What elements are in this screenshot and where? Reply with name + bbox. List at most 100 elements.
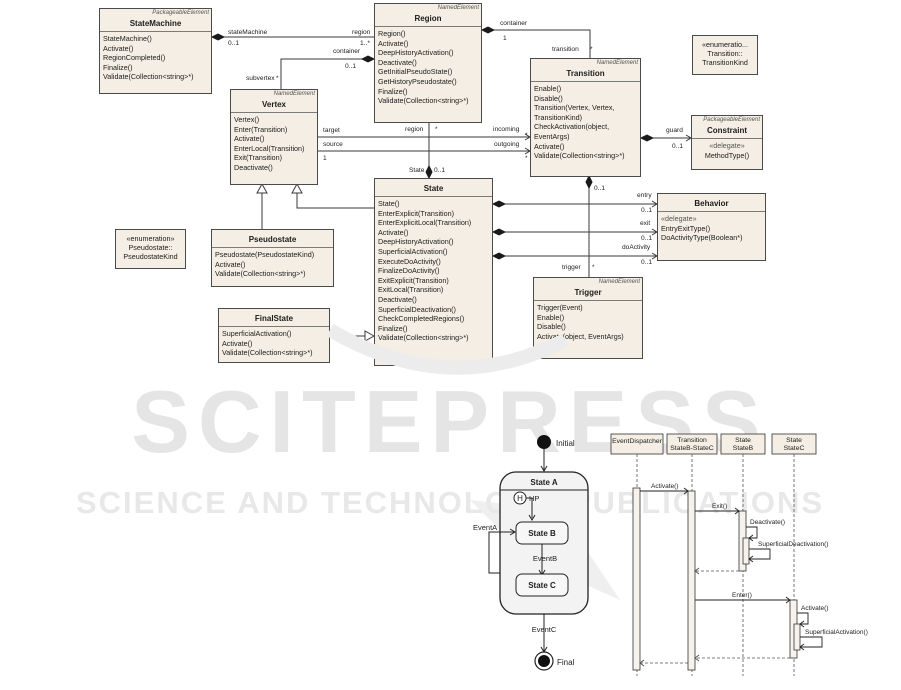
operation: Finalize() — [103, 62, 133, 72]
label-region-vertex: region — [405, 126, 424, 133]
enum-line: Transition:: — [707, 49, 743, 58]
stereotype-label: NamedElement — [437, 5, 479, 11]
message-label: SuperficialDeactivation() — [758, 541, 828, 548]
message-label: Exit() — [712, 503, 727, 510]
operation: Enable() — [534, 84, 562, 93]
operation: Activate() — [215, 259, 246, 269]
operation: State() — [378, 199, 400, 208]
stereotype-label: NamedElement — [596, 60, 638, 66]
event-b-label: EventB — [533, 554, 557, 563]
history-label: H — [517, 494, 523, 503]
operation: Activate() — [222, 338, 253, 348]
message-label: SuperficialActivation() — [805, 629, 868, 636]
class-behavior: Behavior «delegate» EntryExitType() DoAc… — [657, 193, 766, 261]
activation-bar — [793, 623, 801, 651]
label-state-mult: 0..1 — [434, 167, 445, 174]
enum-transition-kind: «enumeratio... Transition:: TransitionKi… — [692, 35, 758, 75]
message-label: Activate() — [651, 483, 678, 490]
class-name: Vertex — [261, 100, 287, 109]
state-b-label: State B — [528, 529, 556, 538]
label-guard: guard — [666, 127, 683, 134]
state-c-box — [515, 573, 569, 597]
class-pseudostate: Pseudostate Pseudostate(PseudostateKind)… — [211, 229, 334, 287]
operation: EntryExitType() — [661, 223, 711, 233]
message-label: Enter() — [732, 592, 752, 599]
label-trigger-mult: * — [592, 264, 595, 271]
event-a-label: EventA — [473, 523, 497, 532]
lifeline-label-2: StateB-StateC — [670, 445, 714, 452]
delegate-stereotype: «delegate» — [709, 141, 745, 150]
label-entry-mult: 0..1 — [641, 207, 652, 214]
operation: EnterExplicit(Transition) — [378, 208, 455, 218]
operation: SuperficialDeactivation() — [378, 304, 456, 314]
class-name: Constraint — [707, 126, 747, 135]
initial-label: Initial — [556, 439, 575, 448]
operation: SuperficialActivation() — [222, 329, 292, 338]
lifeline-label: State — [786, 437, 802, 444]
lifeline-label: State — [735, 437, 751, 444]
operation: DoActivityType(Boolean*) — [661, 233, 743, 243]
label-guard-mult: 0..1 — [672, 143, 683, 150]
label-region-mult: 1..* — [360, 40, 370, 47]
activation-bar — [687, 490, 696, 671]
operation: Exit(Transition) — [234, 153, 283, 163]
operation: GetInitialPseudoState() — [378, 67, 453, 77]
label-transition-mult: * — [590, 46, 593, 53]
label-vertex-container: container — [333, 48, 361, 55]
operation: EventArgs) — [534, 131, 570, 141]
operation: Finalize() — [378, 86, 408, 96]
label-entry: entry — [637, 192, 652, 199]
label-trigger-source-mult: 0..1 — [594, 185, 605, 192]
operation: TransitionKind) — [534, 112, 583, 122]
class-name: Transition — [566, 69, 605, 78]
label-state-role: State — [409, 167, 425, 174]
operation: GetHistoryPseudostate() — [378, 76, 457, 86]
class-name: FinalState — [254, 314, 294, 323]
operation: ExitLocal(Transition) — [378, 285, 444, 295]
hp-label: HP — [529, 494, 539, 503]
operation: FinalizeDoActivity() — [378, 266, 440, 276]
class-name: Region — [414, 14, 442, 23]
operation: Trigger(Event) — [537, 303, 583, 312]
label-incoming-mult: * — [525, 132, 528, 139]
lifeline-label: EventDispatcher — [612, 438, 663, 445]
label-source: source — [323, 141, 343, 148]
stereotype-label: NamedElement — [598, 279, 640, 285]
operation: DeepHistoryActivation() — [378, 237, 454, 247]
state-c-label: State C — [528, 581, 556, 590]
operation: Validate(Collection<string>*) — [222, 348, 313, 358]
final-node-core — [538, 655, 550, 667]
operation: Vertex() — [234, 115, 260, 124]
label-outgoing: outgoing — [494, 141, 520, 148]
activation-bar — [742, 537, 750, 565]
message-label: Deactivate() — [750, 519, 785, 526]
class-name: Behavior — [694, 199, 729, 208]
enum-line: Pseudostate:: — [128, 243, 173, 252]
stereotype-label: PackageableElement — [152, 10, 209, 16]
enum-pseudostate-kind: «enumeration» Pseudostate:: PseudostateK… — [115, 229, 186, 269]
operation: ExitExplicit(Transition) — [378, 275, 449, 285]
operation: Enter(Transition) — [234, 124, 288, 134]
class-name: Trigger — [574, 288, 602, 297]
operation: Deactivate() — [378, 57, 417, 67]
initial-node — [537, 435, 551, 449]
label-do-activity: doActivity — [622, 244, 651, 251]
operation: Activate(object, EventArgs) — [537, 331, 624, 341]
operation: CheckCompletedRegions() — [378, 314, 465, 324]
operation: Deactivate() — [378, 294, 417, 304]
operation: Validate(Collection<string>*) — [534, 151, 625, 161]
operation: SuperficialActivation() — [378, 246, 448, 256]
label-incoming: incoming — [493, 126, 520, 133]
final-label: Final — [557, 658, 575, 667]
operation: Activate() — [378, 38, 409, 48]
operation: StateMachine() — [103, 34, 152, 43]
state-a-label: State A — [530, 478, 557, 487]
enum-line: PseudostateKind — [123, 252, 178, 261]
